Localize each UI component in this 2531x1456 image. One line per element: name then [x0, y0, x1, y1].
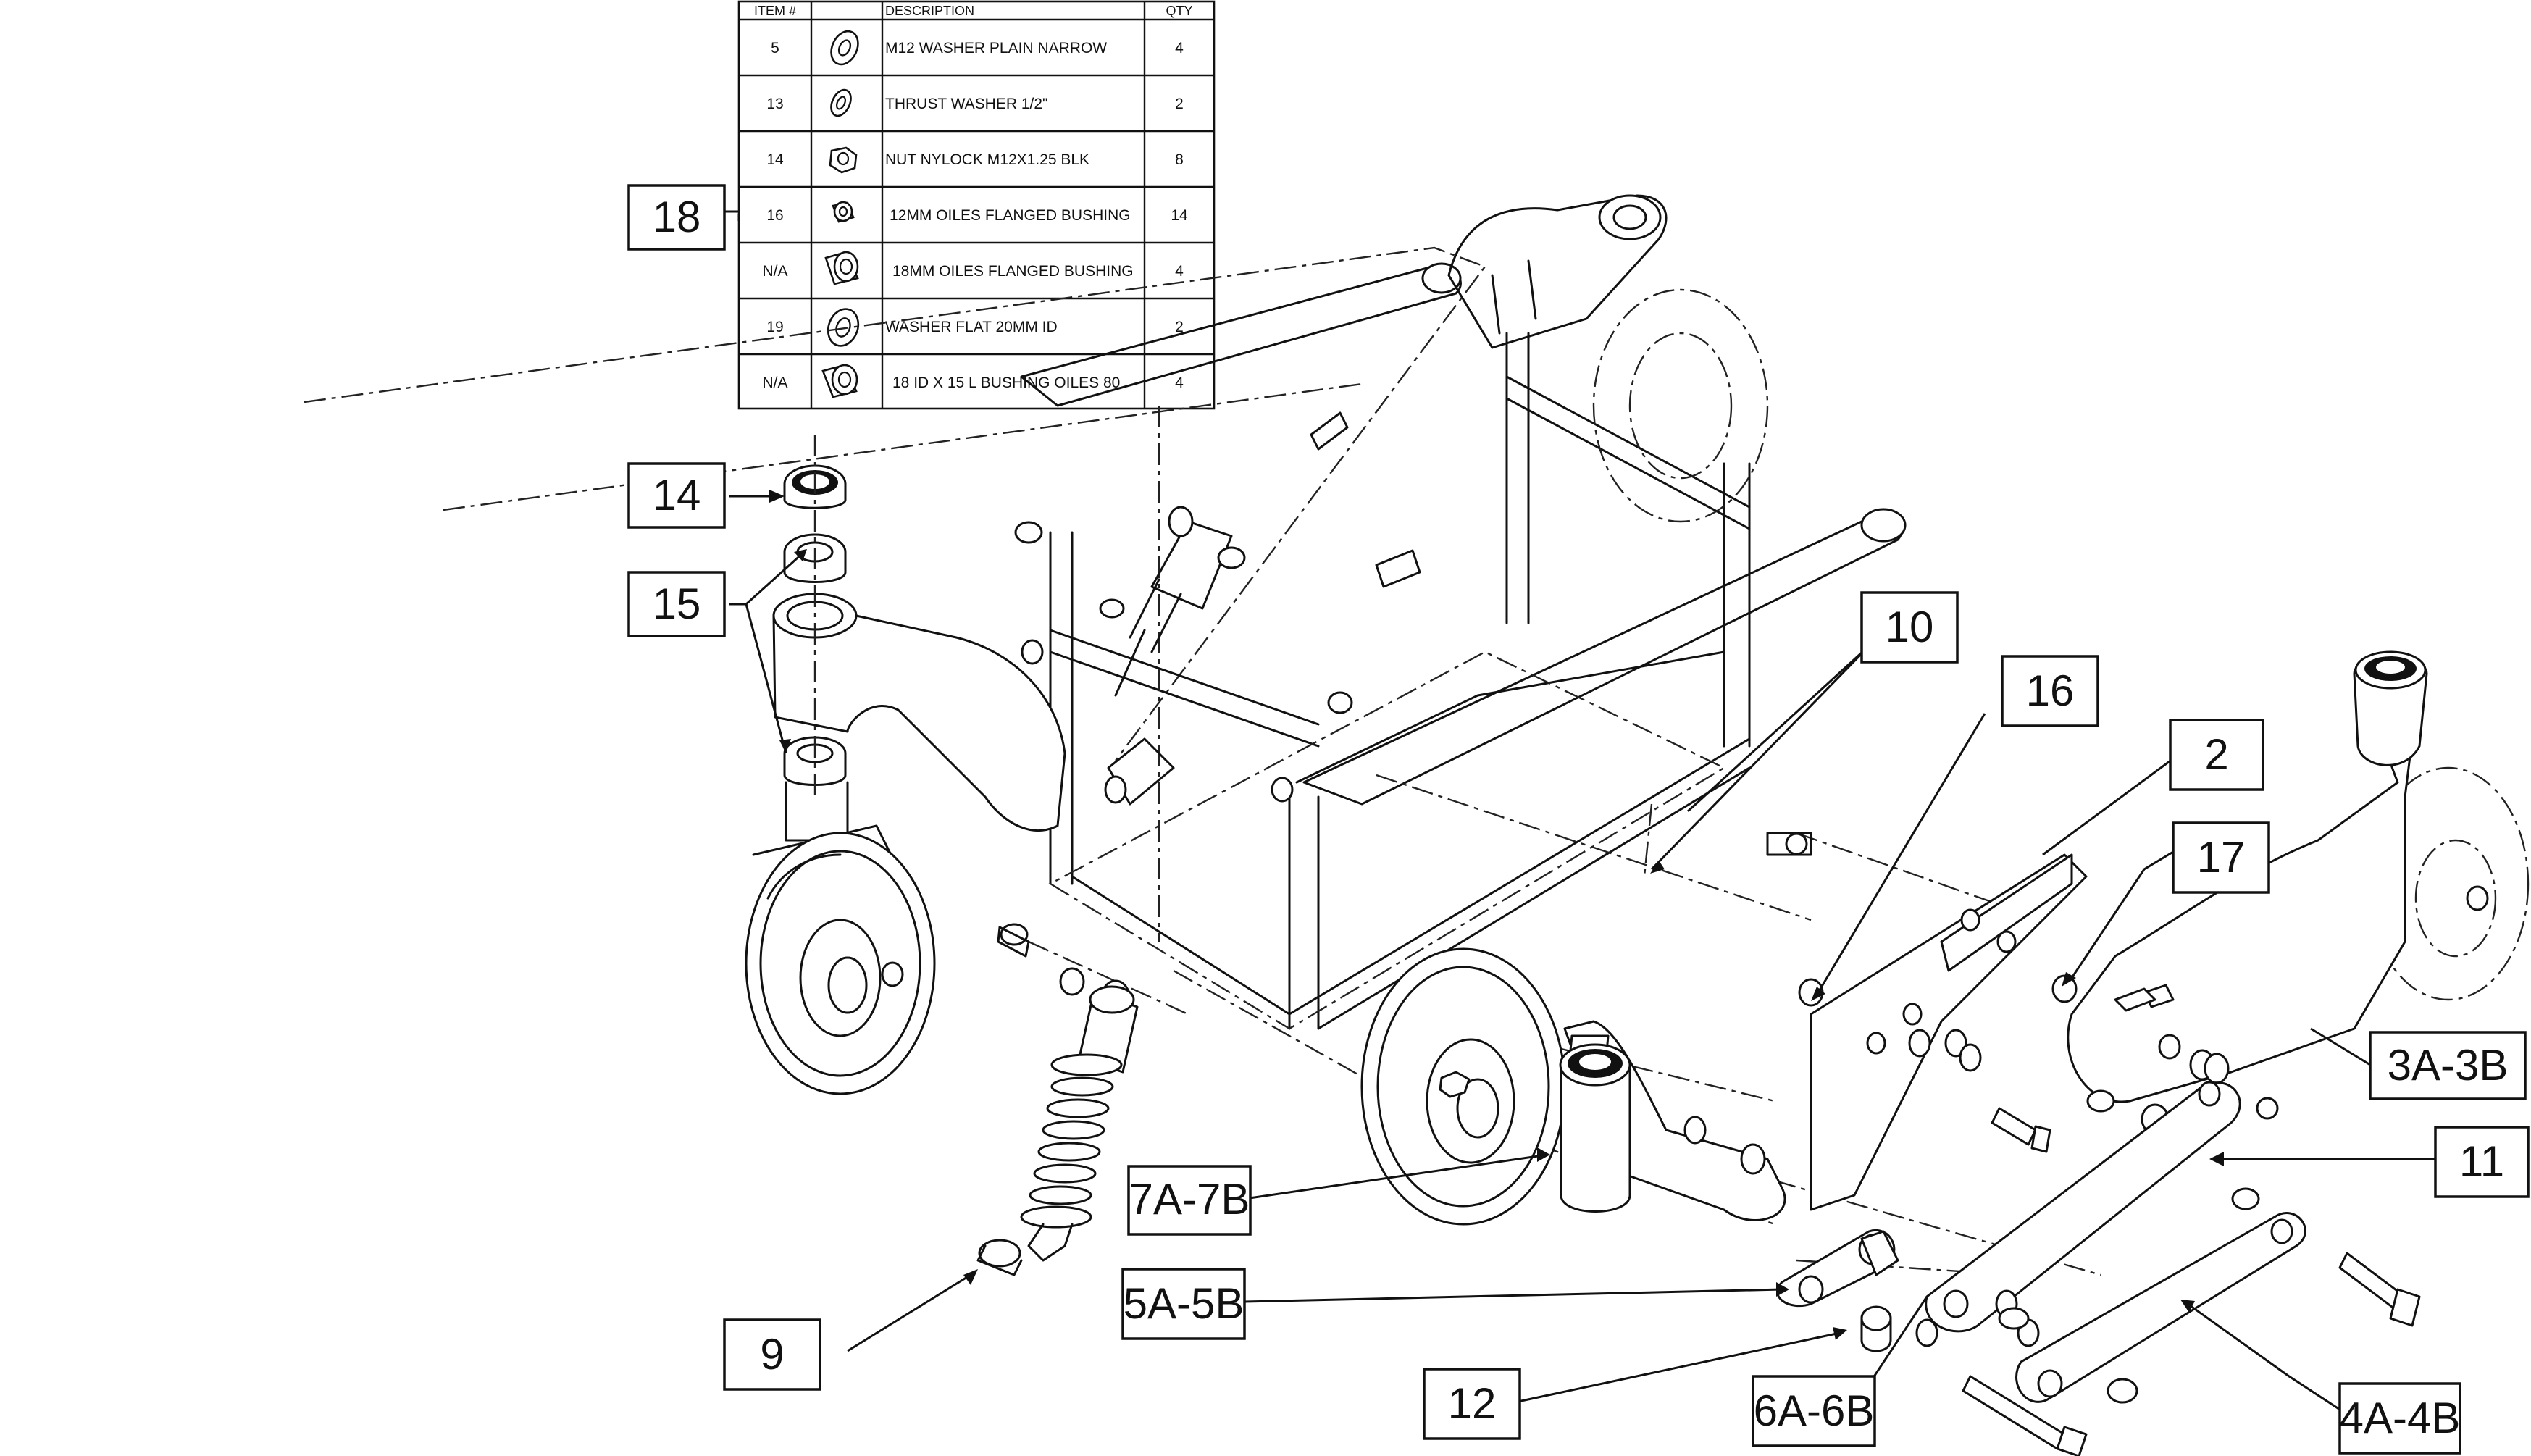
bracket-2 — [1810, 853, 2088, 1211]
callout-label: 7A-7B — [1129, 1175, 1250, 1223]
bushing-icon — [824, 251, 859, 285]
chassis-frame — [304, 246, 1907, 1030]
callout-label: 15 — [653, 580, 701, 628]
frame-shock-absorber — [1014, 411, 1421, 806]
washer-icon — [827, 308, 860, 347]
table-cell-qty: 2 — [1175, 96, 1184, 112]
table-cell-item: 19 — [766, 319, 783, 335]
table-cell-description: WASHER FLAT 20MM ID — [885, 319, 1058, 335]
callout-12: 12 — [1423, 1368, 1521, 1440]
table-cell-qty: 4 — [1175, 375, 1184, 391]
rear-swing-arm — [1447, 194, 1769, 523]
table-cell-item: N/A — [762, 263, 787, 280]
thrust-washer-icon — [830, 88, 852, 117]
callout-label: 5A-5B — [1124, 1279, 1244, 1328]
callout-label: 14 — [653, 471, 701, 519]
callout-label: 17 — [2197, 833, 2246, 882]
leader-arrowheads — [769, 490, 2224, 1340]
front-caster-arm-left — [745, 435, 1066, 1095]
table-cell-description: THRUST WASHER 1/2" — [885, 96, 1048, 112]
shock-absorber-9 — [976, 923, 1189, 1276]
callout-label: 12 — [1448, 1379, 1497, 1428]
callout-label: 9 — [760, 1330, 784, 1378]
parts-table: ITEM # DESCRIPTION QTY 5 M12 WASHER PLAI… — [737, 0, 1216, 410]
bushing-icon — [821, 364, 858, 398]
table-header-description: DESCRIPTION — [885, 4, 974, 18]
callout-6a-6b: 6A-6B — [1752, 1375, 1876, 1447]
table-row: N/A 18 ID X 15 L BUSHING OILES 80 4 — [762, 364, 1184, 398]
table-cell-item: 5 — [771, 40, 779, 57]
table-cell-qty: 2 — [1175, 319, 1184, 335]
callout-3a-3b: 3A-3B — [2369, 1031, 2527, 1100]
callout-label: 4A-4B — [2340, 1394, 2461, 1442]
callout-17: 17 — [2172, 821, 2270, 894]
callout-18: 18 — [627, 184, 726, 251]
table-cell-qty: 14 — [1171, 207, 1188, 224]
callout-label: 11 — [2459, 1137, 2504, 1186]
table-cell-description: 18MM OILES FLANGED BUSHING — [892, 263, 1134, 280]
callout-2: 2 — [2169, 719, 2264, 791]
table-row: 14 NUT NYLOCK M12X1.25 BLK 8 — [766, 146, 1184, 174]
table-cell-description: NUT NYLOCK M12X1.25 BLK — [885, 151, 1089, 168]
table-row: 16 12MM OILES FLANGED BUSHING 14 — [766, 201, 1188, 224]
callout-14: 14 — [627, 462, 726, 529]
table-cell-item: N/A — [762, 375, 787, 391]
table-cell-description: 12MM OILES FLANGED BUSHING — [890, 207, 1131, 224]
callout-label: 6A-6B — [1754, 1386, 1875, 1435]
table-row: 5 M12 WASHER PLAIN NARROW 4 — [771, 30, 1184, 66]
table-row: N/A 18MM OILES FLANGED BUSHING 4 — [762, 251, 1184, 285]
table-cell-description: M12 WASHER PLAIN NARROW — [885, 40, 1107, 57]
callout-label: 2 — [2204, 730, 2228, 779]
table-cell-description: 18 ID X 15 L BUSHING OILES 80 — [892, 375, 1120, 391]
table-header-qty: QTY — [1166, 4, 1192, 18]
bushing-icon — [832, 201, 855, 223]
callout-label: 3A-3B — [2388, 1041, 2509, 1089]
callout-4a-4b: 4A-4B — [2338, 1382, 2461, 1455]
links-4-5-6 — [1776, 974, 2421, 1456]
table-row: 19 WASHER FLAT 20MM ID 2 — [766, 308, 1184, 347]
table-row: 13 THRUST WASHER 1/2" 2 — [766, 88, 1184, 117]
front-caster-arm-right — [1360, 947, 1786, 1226]
table-header-item: ITEM # — [754, 4, 796, 18]
callout-15: 15 — [627, 571, 726, 637]
callout-label: 18 — [653, 193, 701, 241]
callout-7a-7b: 7A-7B — [1127, 1165, 1252, 1236]
table-cell-item: 16 — [766, 207, 783, 224]
callout-label: 10 — [1886, 603, 1934, 651]
callout-leaders — [724, 210, 2435, 1418]
callout-9: 9 — [723, 1318, 821, 1391]
callout-5a-5b: 5A-5B — [1121, 1268, 1246, 1340]
callout-10: 10 — [1860, 591, 1959, 664]
table-cell-qty: 4 — [1175, 263, 1184, 280]
table-cell-item: 14 — [766, 151, 784, 168]
washer-icon — [830, 30, 859, 66]
callout-16: 16 — [2001, 655, 2099, 727]
callout-label: 16 — [2026, 666, 2075, 715]
table-cell-qty: 4 — [1175, 40, 1184, 57]
table-cell-item: 13 — [766, 96, 783, 112]
callout-11: 11 — [2434, 1126, 2530, 1198]
nut-icon — [829, 146, 858, 174]
table-cell-qty: 8 — [1175, 151, 1184, 168]
